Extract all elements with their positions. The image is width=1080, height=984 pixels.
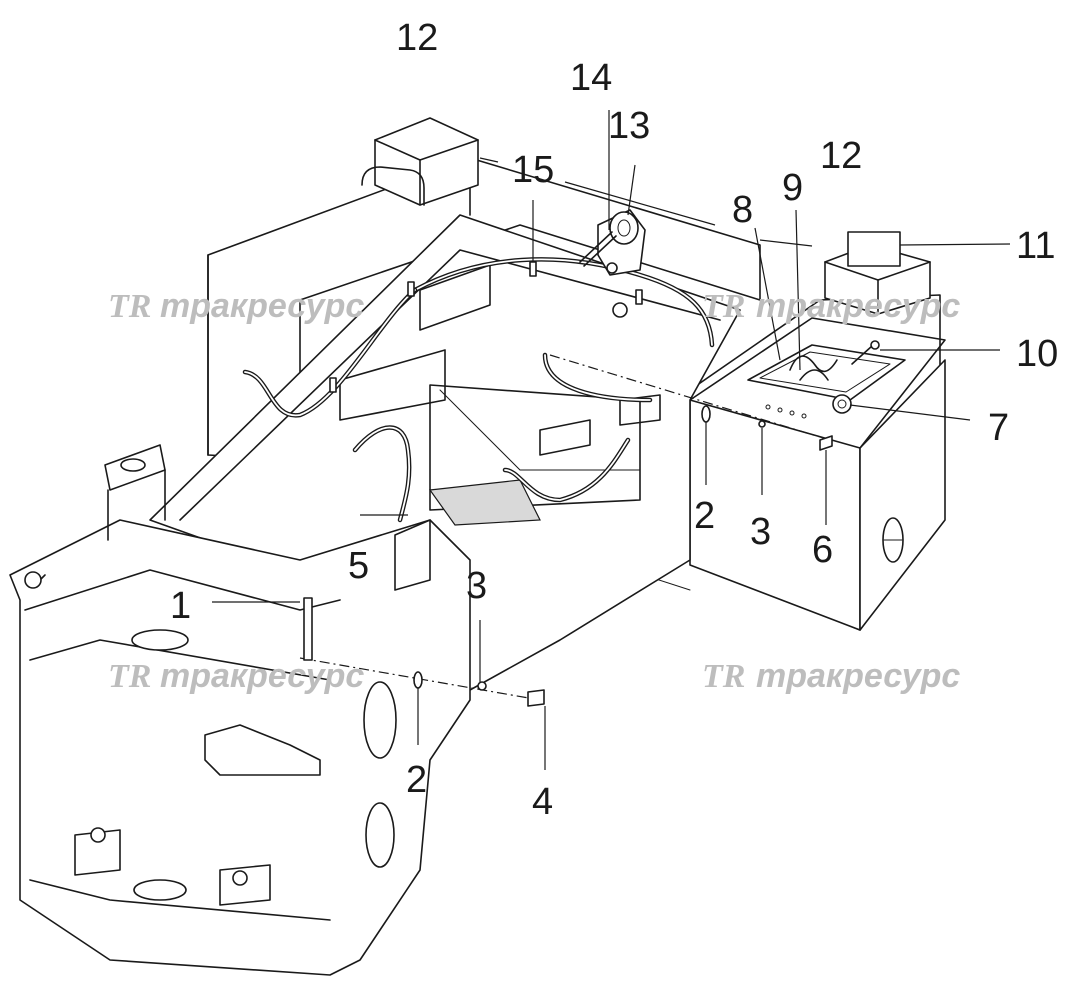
callout-11: 11 xyxy=(1016,225,1055,267)
watermark-logo: TR xyxy=(108,288,151,325)
callout-1: 1 xyxy=(170,585,191,627)
watermark-logo: TR xyxy=(702,288,745,325)
callout-14: 14 xyxy=(570,57,612,99)
front-frame xyxy=(9,444,471,976)
watermark-bottom-left: TR тракресурс xyxy=(108,657,364,695)
label-plate xyxy=(847,231,901,267)
watermark-logo: TR xyxy=(108,658,151,695)
watermark-logo: TR xyxy=(702,658,745,695)
callout-10: 10 xyxy=(1016,333,1058,375)
watermark-top-right: TR тракресурс xyxy=(702,287,960,325)
callout-labels: 12 14 13 15 12 9 8 11 10 7 2 3 6 5 3 1 2… xyxy=(170,17,1058,823)
watermark-bottom-right: TR тракресурс xyxy=(702,657,960,695)
watermark-text: тракресурс xyxy=(756,657,960,695)
callout-2-right: 2 xyxy=(694,495,715,537)
watermark-text: тракресурс xyxy=(160,657,364,695)
callout-8: 8 xyxy=(732,189,753,231)
callout-12-top-right: 12 xyxy=(820,135,862,177)
junction-box-left xyxy=(361,117,479,206)
leader-lines xyxy=(212,110,1011,770)
callout-6: 6 xyxy=(812,529,833,571)
battery-area xyxy=(747,340,906,419)
watermark-text: тракресурс xyxy=(756,287,960,325)
callout-15: 15 xyxy=(512,149,554,191)
callout-7: 7 xyxy=(988,407,1009,449)
solenoid-assembly xyxy=(579,209,646,318)
callout-5: 5 xyxy=(348,545,369,587)
callout-3-left: 3 xyxy=(466,565,487,607)
callout-3-right: 3 xyxy=(750,511,771,553)
watermark-text: тракресурс xyxy=(160,287,364,325)
callout-4: 4 xyxy=(532,781,553,823)
callout-2-left: 2 xyxy=(406,759,427,801)
callout-13: 13 xyxy=(608,105,650,147)
callout-9: 9 xyxy=(782,167,803,209)
callout-12-top-left: 12 xyxy=(396,17,438,59)
watermark-top-left: TR тракресурс xyxy=(108,287,364,325)
